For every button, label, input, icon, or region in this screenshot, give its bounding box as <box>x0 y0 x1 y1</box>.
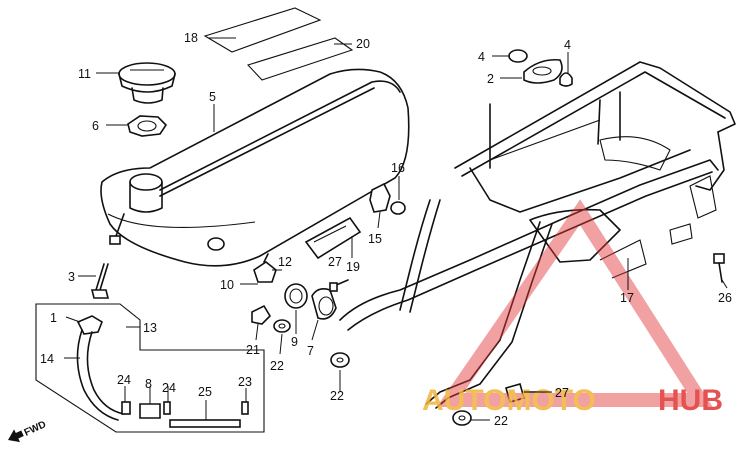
callout-16: 16 <box>391 161 405 175</box>
callout-9: 9 <box>291 335 298 349</box>
callout-2: 2 <box>487 72 494 86</box>
callout-12: 12 <box>278 255 292 269</box>
decal-18 <box>203 7 322 53</box>
callout-24b: 24 <box>162 381 176 395</box>
leader-lines <box>64 37 728 421</box>
plate-19 <box>304 216 362 260</box>
callout-1: 1 <box>50 311 57 325</box>
washer-22a <box>273 319 291 333</box>
callout-10: 10 <box>220 278 234 292</box>
collar-16 <box>390 201 406 215</box>
rubber-cap-4b <box>559 72 573 87</box>
callout-labels: 18 20 11 5 6 4 4 2 16 15 3 12 27 19 10 1… <box>40 31 732 428</box>
watermark-triangle <box>436 199 713 407</box>
fwd-indicator: FWD <box>8 419 48 443</box>
bolt-3 <box>90 263 110 299</box>
callout-13: 13 <box>143 321 157 335</box>
callout-14: 14 <box>40 352 54 366</box>
cup-7 <box>311 288 337 320</box>
callout-22b: 22 <box>330 389 344 403</box>
fuel-tank-5 <box>100 68 410 267</box>
bolt-26 <box>713 253 725 283</box>
callout-5: 5 <box>209 90 216 104</box>
callout-24a: 24 <box>117 373 131 387</box>
callout-27a: 27 <box>328 255 342 269</box>
callout-18: 18 <box>184 31 198 45</box>
callout-23: 23 <box>238 375 252 389</box>
callout-22c: 22 <box>494 414 508 428</box>
fuel-cock-10 <box>253 253 277 283</box>
callout-20: 20 <box>356 37 370 51</box>
washer-22c <box>452 410 472 426</box>
watermark-text-2: HUB <box>658 384 723 417</box>
gasket-9 <box>284 283 308 309</box>
breather-assembly <box>35 303 265 433</box>
callout-4b: 4 <box>564 38 571 52</box>
callout-8: 8 <box>145 377 152 391</box>
callout-15: 15 <box>368 232 382 246</box>
callout-17: 17 <box>620 291 634 305</box>
callout-3: 3 <box>68 270 75 284</box>
callout-7: 7 <box>307 344 314 358</box>
callout-22a: 22 <box>270 359 284 373</box>
grommet-2 <box>523 58 563 84</box>
frame-17 <box>339 61 736 409</box>
callout-21: 21 <box>246 343 260 357</box>
bolt-27a <box>329 279 349 292</box>
callout-19: 19 <box>346 260 360 274</box>
callout-26: 26 <box>718 291 732 305</box>
callout-27b: 27 <box>555 386 569 400</box>
fwd-label: FWD <box>23 419 48 439</box>
fwd-arrow-icon <box>8 429 24 443</box>
decal-20 <box>246 37 354 81</box>
fuel-cap-11 <box>118 62 176 104</box>
watermark-text-1: AUTOMOTO <box>422 384 596 417</box>
callout-6: 6 <box>92 119 99 133</box>
rubber-mount-15 <box>369 182 391 213</box>
filler-ring-6 <box>127 115 168 137</box>
rubber-cap-4a <box>508 49 528 63</box>
nut-21 <box>251 304 272 325</box>
callout-4a: 4 <box>478 50 485 64</box>
watermark: AUTOMOTO HUB <box>422 199 723 417</box>
washer-22b <box>330 352 350 368</box>
callout-25: 25 <box>198 385 212 399</box>
callout-11: 11 <box>78 67 91 81</box>
